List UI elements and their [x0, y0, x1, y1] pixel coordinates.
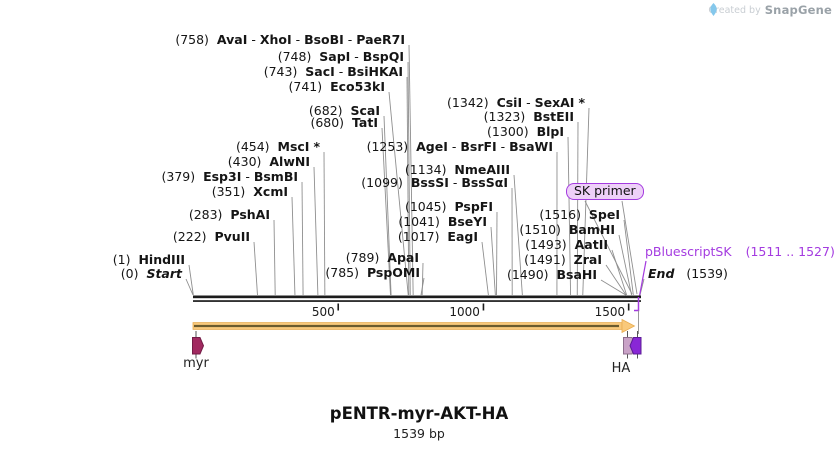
- sk-primer-leader-0: [584, 200, 633, 295]
- orf-arrow-core: [194, 324, 619, 328]
- site-label-NmeAIII: (1134) NmeAIII: [404, 162, 510, 177]
- site-label-EagI: (1017) EagI: [397, 229, 478, 244]
- leader-line-BseYI: [490, 226, 496, 296]
- site-label-AatII: (1493) AatII: [525, 237, 608, 252]
- leader-line-SpeI: [623, 219, 634, 296]
- site-label-Esp3I: (379) Esp3I - BsmBI: [161, 169, 299, 184]
- feature-label-myr: myr: [183, 356, 209, 371]
- site-label-Eco53kI: (741) Eco53kI: [288, 79, 385, 94]
- site-label-SpeI: (1516) SpeI: [539, 207, 620, 222]
- created-by-text: Created by: [708, 4, 761, 16]
- leader-line-XcmI: [291, 196, 296, 296]
- site-label-ZraI: (1491) ZraI: [524, 252, 602, 267]
- leader-line-BlpI: [567, 136, 572, 296]
- leader-line-MscI: [323, 151, 326, 296]
- primer-region-bracket: [634, 297, 640, 312]
- site-label-PspFI: (1045) PspFI: [404, 199, 493, 214]
- ruler-label-1500: 1500: [595, 305, 626, 319]
- leader-line-AlwNI: [313, 166, 319, 296]
- leader-line-ZraI: [605, 264, 627, 296]
- leader-line-AatII: [611, 249, 628, 296]
- leader-line-TatI: [381, 127, 391, 296]
- leader-line-Start: [185, 278, 194, 296]
- feature-box-myr: [192, 337, 205, 355]
- pbluescript-leader: [638, 260, 647, 297]
- site-label-ApaI: (789) ApaI: [345, 250, 419, 265]
- leader-line-PspOMI: [420, 277, 425, 296]
- site-label-ScaI: (682) ScaI: [308, 103, 380, 118]
- snapgene-logo-icon: [710, 3, 718, 16]
- site-label-AvaI: (758) AvaI - XhoI - BsoBI - PaeR7I: [175, 32, 405, 47]
- ruler-tick-1000: [482, 303, 485, 311]
- ruler-label-1000: 1000: [449, 305, 480, 319]
- snapgene-brand-text: SnapGene: [764, 3, 832, 17]
- leader-line-Eco53kI: [388, 91, 409, 296]
- pbluescript-label: pBluescriptSK (1511 .. 1527): [645, 244, 835, 259]
- leader-line-ScaI: [383, 115, 392, 296]
- sequence-line-bottom: [193, 300, 641, 302]
- site-label-XcmI: (351) XcmI: [211, 184, 288, 199]
- site-label-CsiI: (1342) CsiI - SexAI *: [447, 95, 585, 110]
- site-label-SapI: (748) SapI - BspQI: [277, 49, 404, 64]
- site-label-BstEII: (1323) BstEII: [483, 109, 574, 124]
- site-label-AlwNI: (430) AlwNI: [227, 154, 310, 169]
- plasmid-title: pENTR-myr-AKT-HA: [329, 404, 509, 423]
- leader-line-BstEII: [576, 121, 579, 296]
- site-label-BamHI: (1510) BamHI: [519, 222, 615, 237]
- leader-line-NmeAIII: [513, 174, 523, 296]
- site-label-Start: (0) Start: [120, 266, 182, 281]
- leader-line-EagI: [481, 241, 489, 296]
- leader-line-CsiI: [582, 107, 590, 296]
- orf-arrow-head: [621, 318, 636, 334]
- site-label-PvuII: (222) PvuII: [172, 229, 250, 244]
- leader-line-BsaHI: [600, 279, 627, 296]
- pbluescript-range: (1511 .. 1527): [745, 244, 835, 259]
- site-label-PshAI: (283) PshAI: [188, 207, 270, 222]
- ruler-label-500: 500: [312, 305, 335, 319]
- leader-line-AvaI: [408, 44, 414, 296]
- leader-line-Esp3I: [301, 181, 304, 296]
- snapgene-watermark: Created by SnapGene: [708, 3, 832, 17]
- leader-line-HindIII: [188, 264, 194, 296]
- site-label-SacI: (743) SacI - BsiHKAI: [263, 64, 403, 79]
- sequence-line-top: [193, 295, 641, 299]
- site-label-PspOMI: (785) PspOMI: [325, 265, 420, 280]
- site-label-BlpI: (1300) BlpI: [487, 124, 564, 139]
- leader-line-PvuII: [253, 241, 258, 296]
- leader-line-SapI: [407, 61, 411, 296]
- leader-line-BamHI: [618, 234, 633, 296]
- leader-line-SacI: [406, 76, 410, 296]
- ruler-tick-500: [337, 303, 340, 311]
- plasmid-length: 1539 bp: [393, 426, 445, 441]
- site-label-End: End (1539): [648, 266, 728, 281]
- sk-primer-badge: SK primer: [566, 183, 644, 200]
- sk-primer-leader-1: [621, 200, 638, 295]
- site-label-TatI: (680) TatI: [310, 115, 378, 130]
- site-label-BssSI: (1099) BssSI - BssSαI: [361, 175, 508, 190]
- site-label-AgeI: (1253) AgeI - BsrFI - BsaWI: [366, 139, 553, 154]
- site-label-HindIII: (1) HindIII: [112, 252, 185, 267]
- site-label-BsaHI: (1490) BsaHI: [506, 267, 597, 282]
- pbluescript-name: pBluescriptSK: [645, 244, 732, 259]
- site-label-BseYI: (1041) BseYI: [398, 214, 487, 229]
- site-label-MscI: (454) MscI *: [235, 139, 320, 154]
- feature-box-ha2: [629, 337, 642, 355]
- ruler-tick-1500: [627, 303, 630, 311]
- feature-label-ha: HA: [611, 361, 631, 376]
- leader-line-PshAI: [273, 219, 276, 296]
